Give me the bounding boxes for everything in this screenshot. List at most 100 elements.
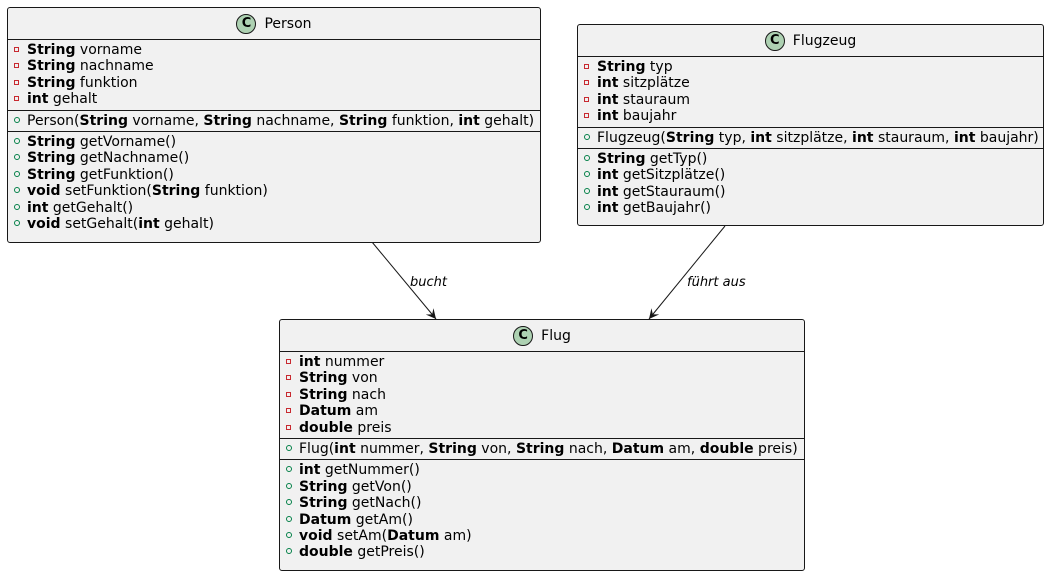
method-row: String getTyp()	[584, 151, 1043, 167]
attribute-row: String nachname	[14, 58, 540, 74]
attribute-row: String funktion	[14, 75, 540, 91]
method-row-text: int getNummer()	[299, 462, 420, 479]
constructor-row-text: Person(String vorname, String nachname, …	[27, 112, 535, 129]
method-row-text: int getGehalt()	[27, 199, 134, 216]
method-row: void setFunktion(String funktion)	[14, 183, 540, 199]
relation-label-bucht: bucht	[410, 275, 448, 290]
method-row-text: int getBaujahr()	[597, 200, 711, 217]
attribute-type: Datum	[299, 403, 352, 420]
public-marker-icon	[286, 528, 299, 544]
public-marker-icon	[584, 200, 597, 216]
attribute-name: baujahr	[618, 108, 677, 125]
method-row: double getPreis()	[286, 544, 804, 560]
method-row: void setGehalt(int gehalt)	[14, 216, 540, 232]
public-marker-icon	[14, 167, 27, 183]
method-row-text: int getSitzplätze()	[597, 167, 726, 184]
relation-label-fuehrt-aus: führt aus	[687, 275, 746, 290]
methods-section: String getVorname()String getNachname()S…	[8, 132, 540, 234]
class-name: Flugzeug	[792, 32, 857, 49]
method-row-text: void setAm(Datum am)	[299, 527, 472, 544]
methods-section: int getNummer()String getVon()String get…	[280, 460, 804, 562]
method-row: String getNach()	[286, 495, 804, 511]
attribute-row: int baujahr	[584, 108, 1043, 124]
constructor-row: Flug(int nummer, String von, String nach…	[286, 441, 804, 457]
public-marker-icon	[14, 216, 27, 232]
method-row-text: String getFunktion()	[27, 166, 174, 183]
attribute-row: Datum am	[286, 403, 804, 419]
public-marker-icon	[14, 150, 27, 166]
attribute-name: am	[351, 403, 378, 420]
method-row-text: String getVon()	[299, 478, 412, 495]
attribute-type: int	[299, 354, 321, 370]
private-marker-icon	[584, 75, 597, 91]
private-marker-icon	[286, 354, 299, 370]
attribute-type: String	[27, 58, 76, 75]
private-marker-icon	[14, 75, 27, 91]
private-marker-icon	[14, 91, 27, 107]
attribute-type: String	[27, 42, 76, 58]
private-marker-icon	[584, 108, 597, 124]
constructor-row-text: Flugzeug(String typ, int sitzplätze, int…	[597, 129, 1039, 146]
public-marker-icon	[14, 183, 27, 199]
public-marker-icon	[14, 134, 27, 150]
class-badge-icon: C	[513, 325, 534, 346]
method-row: String getVorname()	[14, 134, 540, 150]
constructor-row: Person(String vorname, String nachname, …	[14, 113, 540, 129]
attribute-name: nach	[347, 386, 386, 403]
attribute-type: String	[299, 370, 348, 387]
public-marker-icon	[286, 462, 299, 478]
public-marker-icon	[286, 479, 299, 495]
public-marker-icon	[584, 151, 597, 167]
constructors-section: Flugzeug(String typ, int sitzplätze, int…	[578, 128, 1043, 149]
attribute-type: int	[597, 91, 619, 108]
public-marker-icon	[286, 544, 299, 560]
attribute-name: nachname	[75, 58, 154, 75]
method-row: int getStauraum()	[584, 184, 1043, 200]
attribute-row: String nach	[286, 387, 804, 403]
constructors-section: Flug(int nummer, String von, String nach…	[280, 439, 804, 461]
attribute-type: String	[27, 74, 76, 91]
public-marker-icon	[286, 441, 299, 457]
method-row-text: Datum getAm()	[299, 511, 413, 528]
method-row: int getGehalt()	[14, 200, 540, 216]
attribute-name: typ	[645, 59, 673, 75]
public-marker-icon	[584, 130, 597, 146]
method-row: int getNummer()	[286, 462, 804, 478]
method-row: String getVon()	[286, 479, 804, 495]
public-marker-icon	[286, 495, 299, 511]
public-marker-icon	[14, 200, 27, 216]
method-row-text: String getVorname()	[27, 133, 177, 150]
attribute-name: gehalt	[48, 91, 98, 108]
attribute-name: sitzplätze	[618, 75, 690, 92]
public-marker-icon	[584, 167, 597, 183]
method-row: int getSitzplätze()	[584, 167, 1043, 183]
attribute-type: int	[597, 108, 619, 125]
private-marker-icon	[584, 59, 597, 75]
attribute-name: nummer	[320, 354, 385, 370]
attribute-name: funktion	[75, 74, 138, 91]
attribute-row: String von	[286, 370, 804, 386]
relation-person-flug	[371, 241, 437, 320]
attribute-row: int sitzplätze	[584, 75, 1043, 91]
attribute-name: vorname	[75, 42, 142, 58]
private-marker-icon	[286, 387, 299, 403]
method-row-text: void setFunktion(String funktion)	[27, 183, 268, 200]
attribute-row: int nummer	[286, 354, 804, 370]
attribute-row: int stauraum	[584, 92, 1043, 108]
attribute-type: String	[597, 59, 646, 75]
attribute-name: preis	[352, 419, 392, 436]
method-row-text: String getTyp()	[597, 150, 708, 167]
relation-flugzeug-flug	[648, 225, 726, 320]
constructor-row: Flugzeug(String typ, int sitzplätze, int…	[584, 130, 1043, 146]
attribute-type: String	[299, 386, 348, 403]
